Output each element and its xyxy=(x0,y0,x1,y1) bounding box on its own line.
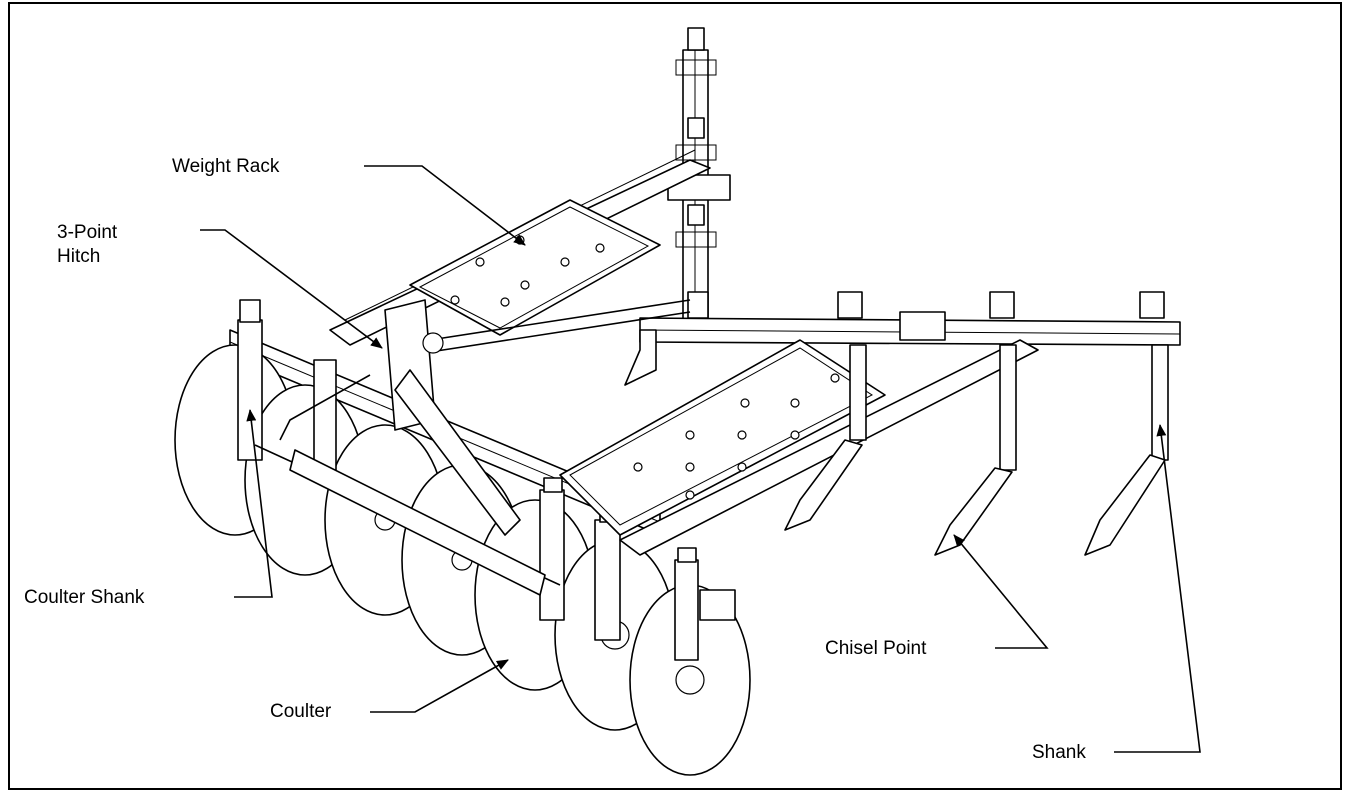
label-hitch-line1: 3-Point xyxy=(57,222,118,243)
right-diagonal-beam xyxy=(619,339,1039,556)
label-weight-rack: Weight Rack xyxy=(172,156,280,177)
label-coulter: Coulter xyxy=(270,701,332,722)
implement-illustration xyxy=(174,27,1181,776)
leader-hitch xyxy=(200,229,383,349)
three-point-hitch xyxy=(279,299,691,596)
weight-rack-rear xyxy=(409,199,661,336)
right-cross-beam xyxy=(639,291,1181,346)
front-tube-end xyxy=(699,589,736,621)
weight-rack-front xyxy=(559,339,886,536)
callout-weight-rack: Weight Rack xyxy=(172,156,526,246)
vertical-tower xyxy=(667,27,731,341)
label-chisel-point: Chisel Point xyxy=(825,638,927,659)
label-hitch-line2: Hitch xyxy=(57,246,100,267)
leader-shank xyxy=(1114,424,1201,753)
label-shank: Shank xyxy=(1032,742,1086,763)
callout-chisel-point: Chisel Point xyxy=(825,534,1049,659)
leader-chisel-point xyxy=(953,534,1049,649)
callout-coulter-shank: Coulter Shank xyxy=(24,409,273,608)
leader-weight-rack xyxy=(364,165,526,246)
callout-three-point-hitch: 3-Point Hitch xyxy=(57,222,383,349)
label-coulter-shank: Coulter Shank xyxy=(24,587,145,608)
callout-shank: Shank xyxy=(1032,424,1201,763)
leader-coulter-shank xyxy=(234,409,273,598)
callout-coulter: Coulter xyxy=(270,659,509,722)
leader-coulter xyxy=(370,659,509,713)
